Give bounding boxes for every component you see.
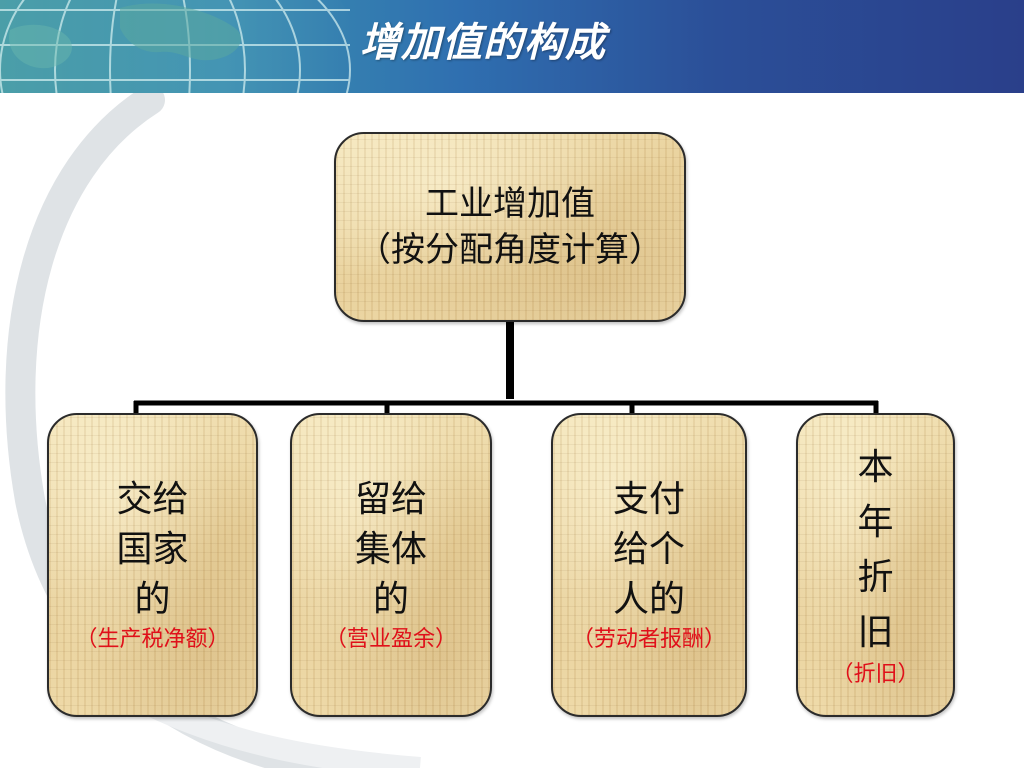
child-sublabel: （劳动者报酬）	[571, 627, 726, 652]
child-label: 交给 国家 的	[116, 479, 189, 620]
header-banner: 增加值的构成	[0, 0, 1024, 93]
root-node: 工业增加值 （按分配角度计算）	[334, 132, 686, 322]
root-sublabel: （按分配角度计算）	[357, 230, 663, 270]
root-label: 工业增加值	[425, 184, 595, 224]
child-node-collective: 留给 集体 的 （营业盈余）	[290, 413, 492, 717]
child-label: 支付 给个 人的	[612, 479, 685, 620]
child-sublabel: （营业盈余）	[324, 627, 457, 652]
child-label: 本 年 折 旧	[857, 447, 894, 653]
globe-graphic	[0, 0, 360, 93]
child-node-state: 交给 国家 的 （生产税净额）	[47, 413, 258, 717]
child-sublabel: （折旧）	[831, 662, 920, 687]
child-node-depreciation: 本 年 折 旧 （折旧）	[796, 413, 955, 717]
child-sublabel: （生产税净额）	[75, 627, 230, 652]
child-node-individual: 支付 给个 人的 （劳动者报酬）	[551, 413, 747, 717]
child-label: 留给 集体 的	[354, 479, 427, 620]
slide-title: 增加值的构成	[360, 20, 606, 66]
